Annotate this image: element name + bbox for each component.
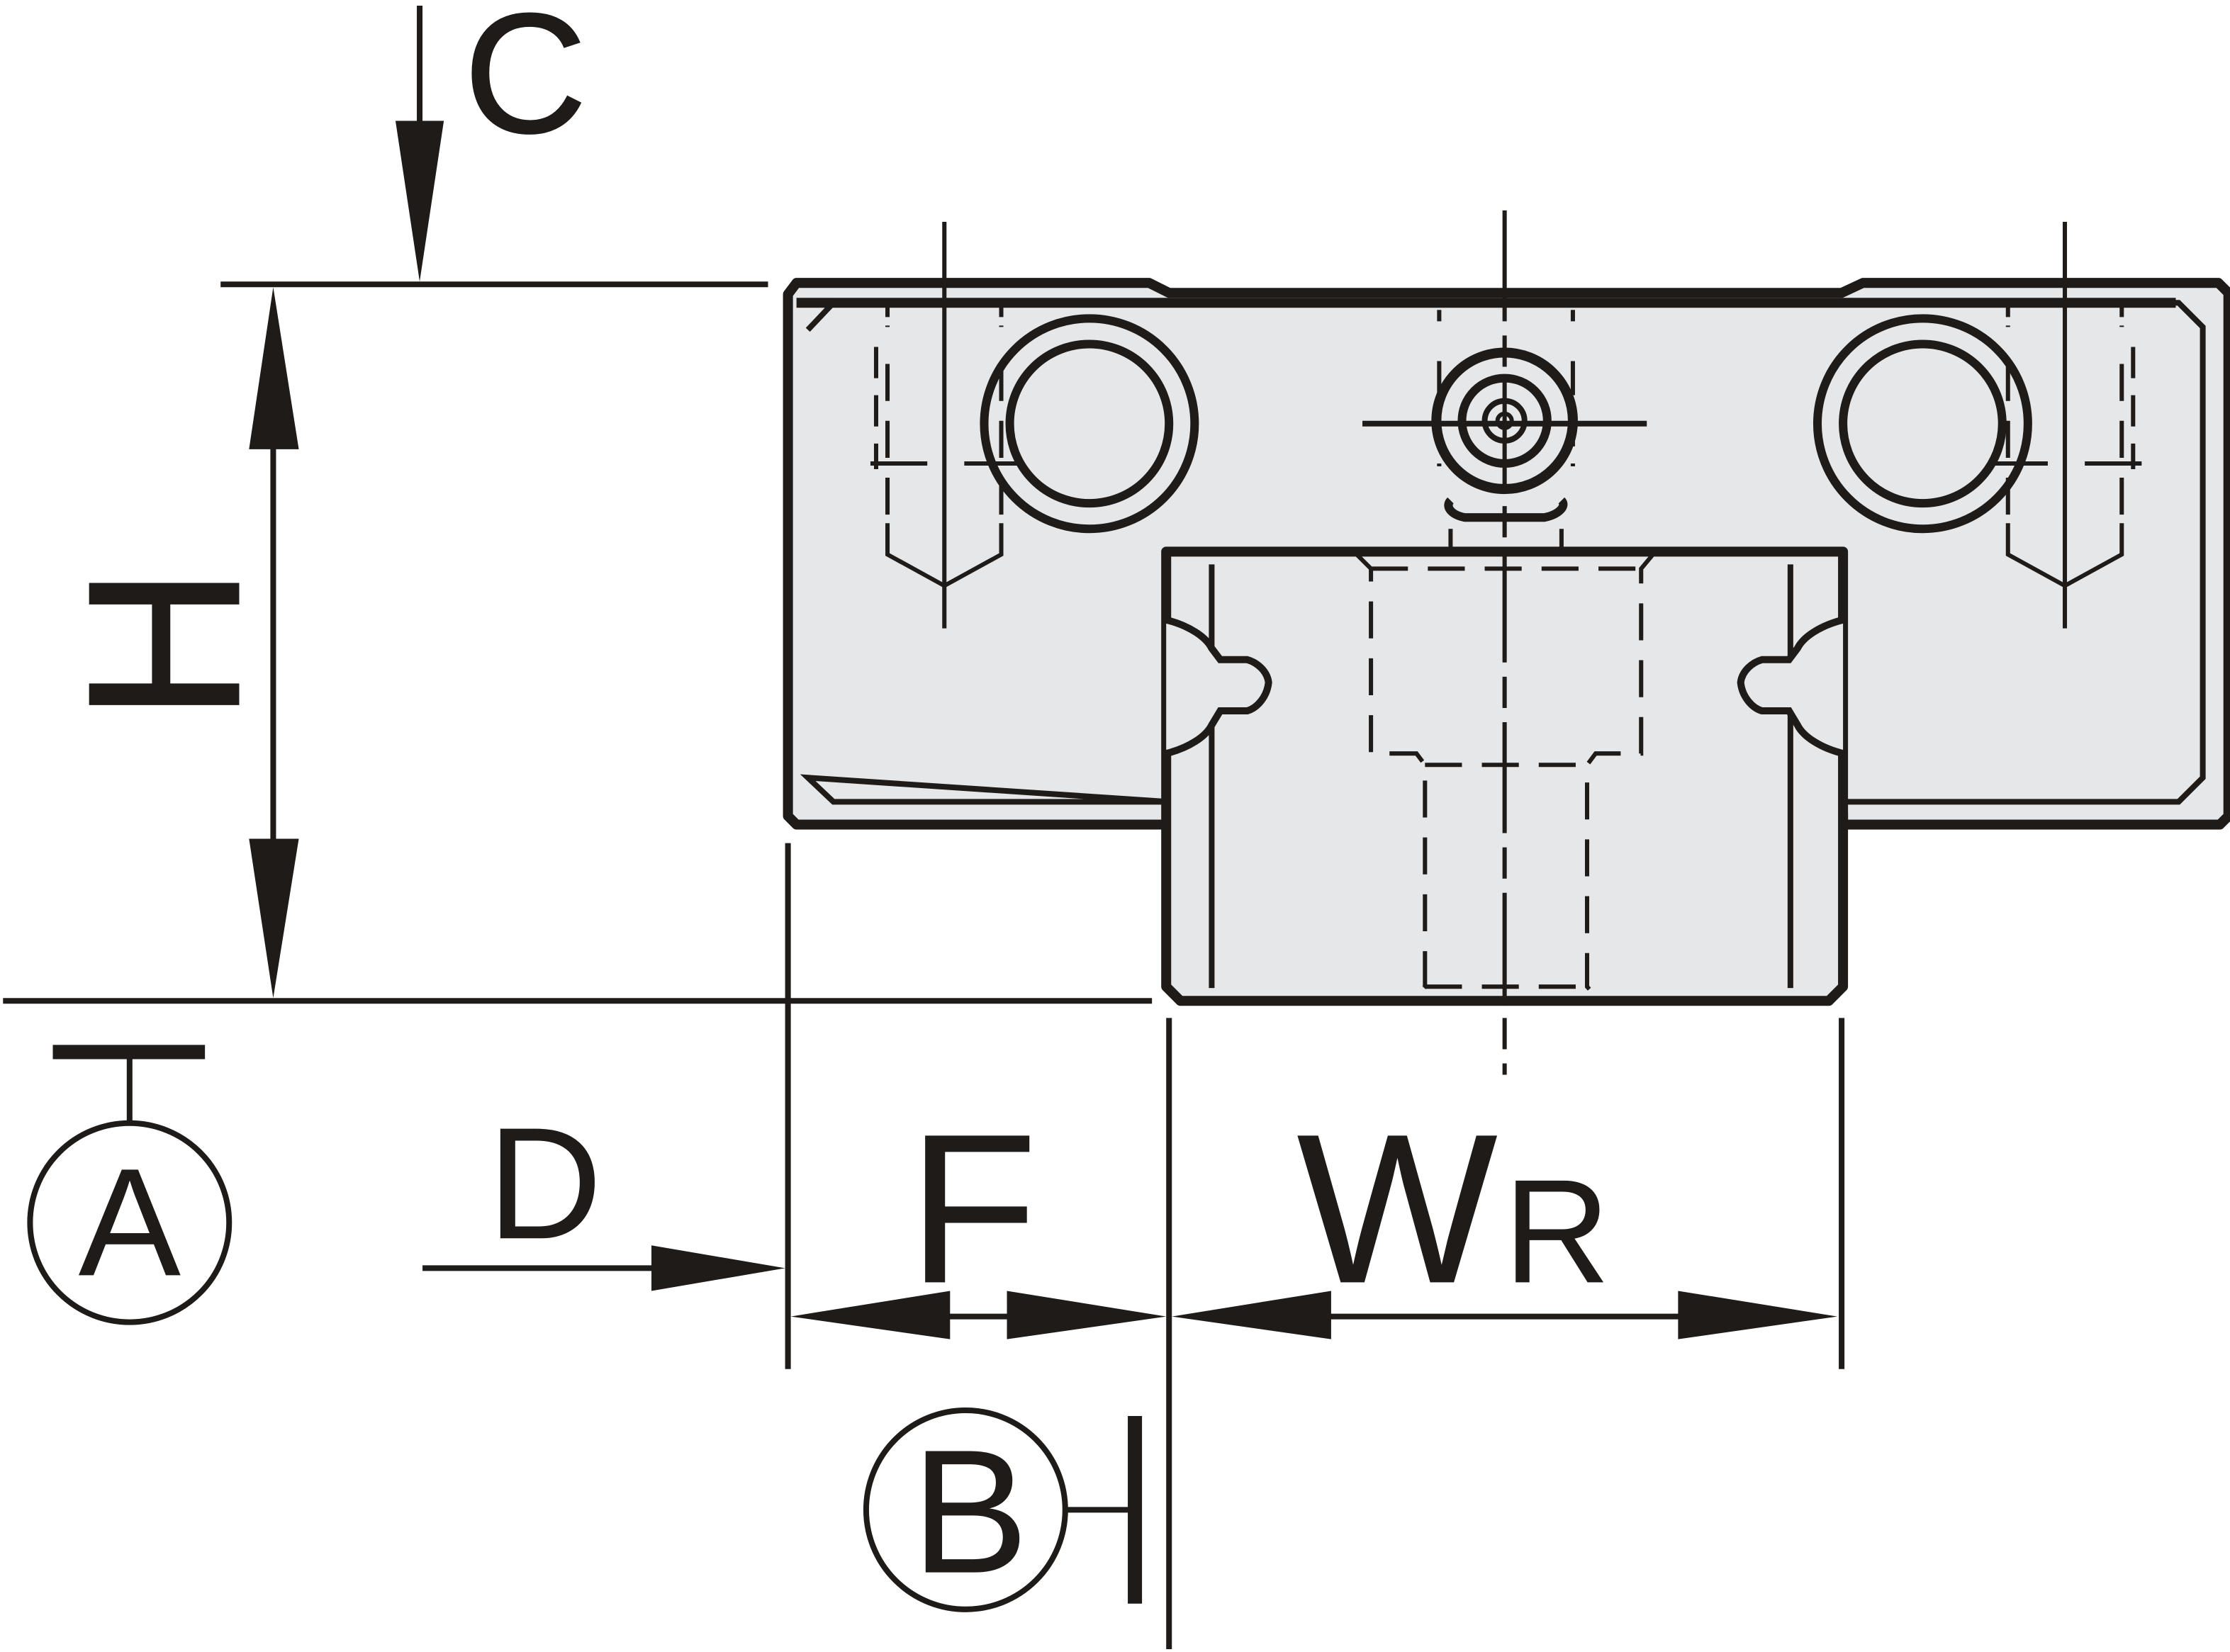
block-inner-outline: [800, 300, 2206, 805]
dimension-f-left-arrow: [790, 1291, 951, 1339]
dimension-wr-main: W: [1296, 1089, 1500, 1327]
datum-b-label: B: [911, 1413, 1029, 1610]
datum-a: A: [27, 1045, 232, 1325]
datum-b: B: [863, 1407, 1143, 1612]
dimension-wr-left-arrow: [1172, 1291, 1331, 1339]
left-hole-outer-circle: [980, 314, 1199, 534]
dimension-f: F: [790, 1018, 1172, 1649]
dimension-c: C: [220, 0, 768, 288]
dimension-c-arrow: [395, 120, 444, 282]
datum-a-circle: [27, 1120, 232, 1325]
dimension-wr-right-arrow: [1678, 1291, 1838, 1339]
dimension-f-label: F: [907, 1089, 1038, 1327]
rail-left-groove: [1165, 616, 1272, 758]
right-hole-outer-circle: [1812, 314, 2032, 534]
right-hole-inner-circle: [1839, 339, 2007, 508]
dimension-d-arrow: [651, 1245, 785, 1291]
left-hidden-tapped-hole: [870, 305, 1019, 588]
dimension-wr-label: WR: [1296, 1089, 1610, 1327]
dimension-h: H: [3, 287, 1153, 1004]
rail-right-groove: [1737, 616, 1844, 758]
datum-a-label: A: [79, 1136, 181, 1308]
dimension-h-bottom-arrow: [249, 838, 299, 999]
dimension-d: D: [422, 843, 791, 1369]
dimension-h-top-arrow: [249, 287, 299, 449]
dimension-d-label: D: [487, 1094, 602, 1272]
dimension-h-label: H: [43, 566, 284, 722]
center-lines: [942, 210, 2068, 1075]
dimension-c-label: C: [464, 0, 587, 169]
left-hole-inner-circle: [1005, 339, 1174, 508]
dimension-f-right-arrow: [1007, 1291, 1167, 1339]
dimension-wr: WR: [1172, 1018, 1845, 1369]
dimension-wr-subscript: R: [1503, 1149, 1610, 1314]
left-mounting-hole: [870, 305, 1199, 588]
right-mounting-hole: [1812, 305, 2142, 588]
